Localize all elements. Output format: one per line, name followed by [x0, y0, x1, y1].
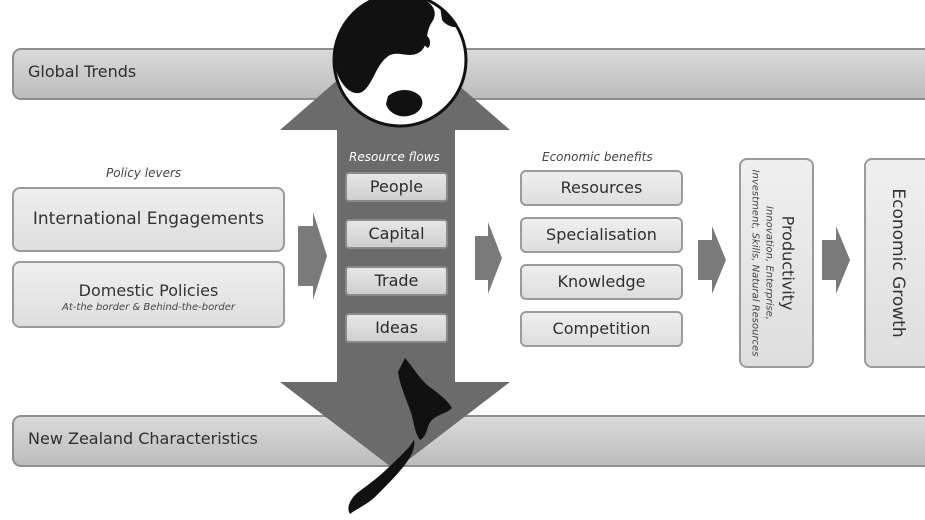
economic-benefits-caption: Economic benefits — [542, 150, 653, 164]
nz-characteristics-label: New Zealand Characteristics — [28, 429, 258, 448]
benefit-knowledge: Knowledge — [520, 264, 683, 300]
economic-growth-label: Economic Growth — [888, 188, 908, 338]
resource-flows-double-arrow — [280, 30, 510, 470]
benefit-specialisation: Specialisation — [520, 217, 683, 253]
nz-characteristics-band: New Zealand Characteristics — [12, 415, 925, 467]
policy-levers-caption: Policy levers — [106, 166, 182, 180]
flow-people: People — [345, 172, 448, 202]
productivity-box — [739, 158, 814, 368]
economic-growth-box — [864, 158, 925, 368]
globe-icon — [332, 0, 468, 128]
global-trends-band: Global Trends — [12, 48, 925, 100]
arrow-flows-to-benefits — [475, 222, 502, 294]
resource-flows-caption: Resource flows — [349, 150, 440, 164]
new-zealand-map — [348, 358, 452, 514]
arrow-levers-to-flows — [298, 212, 327, 300]
productivity-detail-line1: Innovation, Enterprise, — [763, 206, 775, 320]
domestic-policies-box: Domestic Policies At-the border & Behind… — [12, 261, 285, 328]
benefit-competition: Competition — [520, 311, 683, 347]
international-engagements-label: International Engagements — [32, 209, 265, 229]
global-trends-label: Global Trends — [28, 62, 137, 81]
flow-trade: Trade — [345, 266, 448, 296]
benefit-resources: Resources — [520, 170, 683, 206]
productivity-label: Productivity — [778, 215, 798, 311]
international-engagements-box: International Engagements — [12, 187, 285, 252]
flow-ideas: Ideas — [345, 313, 448, 343]
domestic-policies-subtitle: At-the border & Behind-the-border — [62, 302, 235, 313]
flow-capital: Capital — [345, 219, 448, 249]
productivity-detail-line2: Investment, Skills, Natural Resources — [749, 169, 761, 357]
arrow-benefits-to-productivity — [698, 226, 726, 294]
domestic-policies-label: Domestic Policies — [78, 281, 219, 300]
arrow-productivity-to-growth — [822, 226, 850, 294]
